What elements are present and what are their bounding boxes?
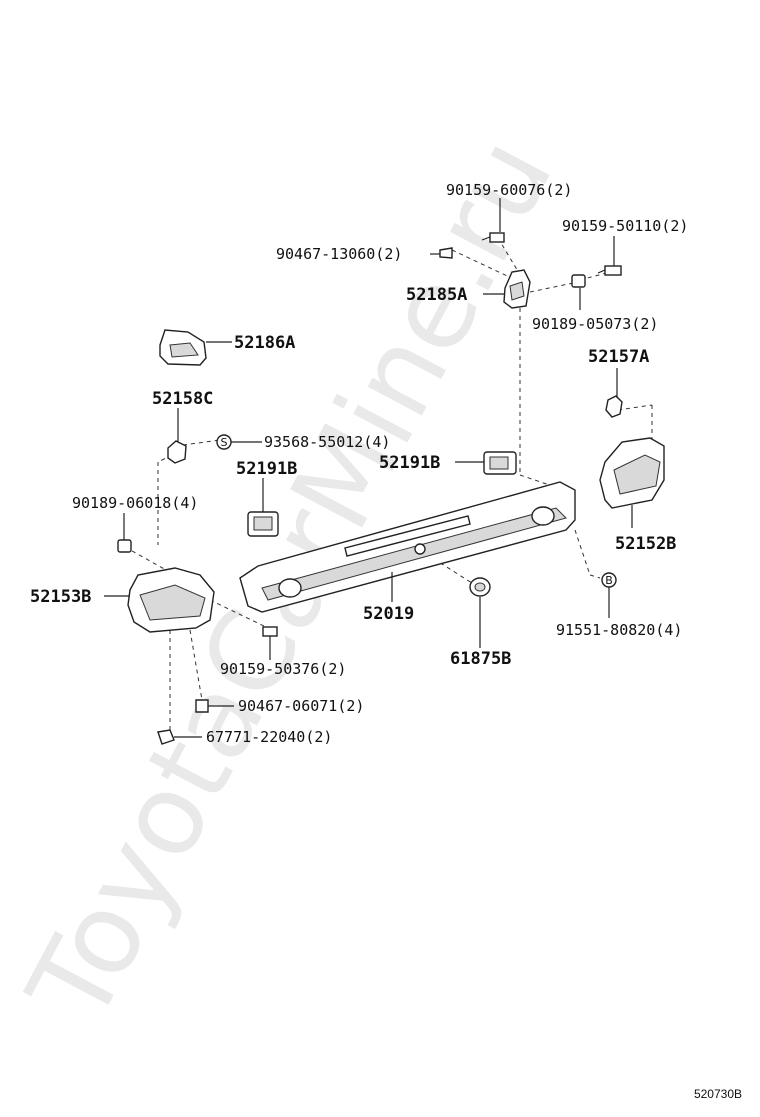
label-90189-06018: 90189-06018(4) — [72, 494, 198, 512]
label-90467-06071: 90467-06071(2) — [238, 697, 364, 715]
label-52185A: 52185A — [406, 285, 467, 305]
label-52186A: 52186A — [234, 333, 295, 353]
label-90159-50376: 90159-50376(2) — [220, 660, 346, 678]
label-52191B-right: 52191B — [379, 453, 440, 473]
leader-lines — [104, 198, 633, 738]
label-90159-60076: 90159-60076(2) — [446, 181, 572, 199]
clip-67771-22040 — [157, 729, 175, 745]
label-91551-80820: 91551-80820(4) — [556, 621, 682, 639]
label-90467-13060: 90467-13060(2) — [276, 245, 402, 263]
nut-90189-06018 — [117, 539, 132, 553]
label-93568-55012: 93568-55012(4) — [264, 433, 390, 451]
bumper-end-52153B — [127, 567, 215, 633]
pad-52191B-left — [247, 511, 279, 537]
label-90159-50110: 90159-50110(2) — [562, 217, 688, 235]
label-52157A: 52157A — [588, 347, 649, 367]
marker-s-text: S — [221, 436, 228, 449]
bumper-end-52152B — [599, 437, 665, 509]
pad-52191B-right — [483, 451, 517, 475]
label-52153B: 52153B — [30, 587, 91, 607]
grommet-61875B — [469, 577, 491, 597]
label-52019: 52019 — [363, 604, 414, 624]
clip-90467-06071 — [195, 699, 209, 713]
nut-90189-05073 — [571, 274, 586, 288]
label-67771-22040: 67771-22040(2) — [206, 728, 332, 746]
part-labels: 90159-60076(2) 90467-13060(2) 90159-5011… — [30, 181, 688, 746]
marker-b: B — [601, 572, 617, 588]
label-90189-05073: 90189-05073(2) — [532, 315, 658, 333]
bolt-90159-60076 — [481, 232, 505, 243]
clip-52157A — [605, 395, 623, 418]
label-52191B-left: 52191B — [236, 459, 297, 479]
bolt-90159-50110 — [597, 265, 622, 276]
diagram-code: 520730B — [694, 1087, 742, 1101]
label-52152B: 52152B — [615, 534, 676, 554]
retainer-52186A — [159, 329, 207, 366]
label-61875B: 61875B — [450, 649, 511, 669]
bracket-52185A — [503, 269, 531, 309]
clip-90467-13060 — [439, 247, 453, 259]
marker-b-text: B — [605, 574, 613, 587]
label-52158C: 52158C — [152, 389, 213, 409]
marker-s: S — [216, 434, 232, 450]
reinforcement-52019 — [239, 481, 576, 613]
clip-52158C — [167, 440, 187, 464]
bolt-90159-50376 — [262, 626, 278, 637]
